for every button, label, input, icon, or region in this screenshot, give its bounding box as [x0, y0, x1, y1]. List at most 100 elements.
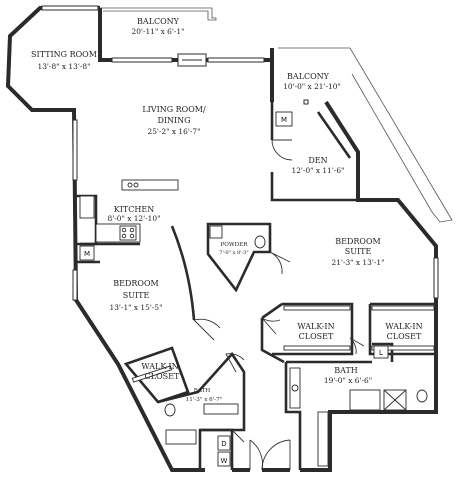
window-sitting-top [41, 5, 99, 11]
kitchen-dim: 8'-0" x 12'-10" [108, 214, 161, 223]
dryer-box [217, 435, 231, 451]
washer-label: W [221, 457, 228, 465]
kitchen-island [121, 179, 179, 191]
window-west-2 [72, 269, 78, 301]
island-sink-2 [133, 182, 139, 188]
sitting-room-name: SITTING ROOM [31, 50, 97, 59]
washer-box [217, 451, 231, 467]
balcony-outlines [100, 7, 453, 223]
den-angle [316, 111, 352, 159]
kitchen-name: KITCHEN [114, 205, 154, 214]
living-dining-name-2: DINING [157, 116, 190, 125]
balcony-slider [177, 53, 207, 67]
burner-3 [121, 233, 127, 239]
bedroom-right-dim: 21'-3" x 13'-1" [332, 258, 385, 267]
walkin-right-name-2: CLOSET [387, 332, 422, 341]
closet-left-bed [123, 346, 190, 404]
tub-left [165, 429, 197, 445]
linen-label: L [379, 349, 383, 357]
balcony-top-outline [100, 7, 217, 21]
balcony-top-name: BALCONY [137, 17, 180, 26]
bedroom-left-dim: 13'-1" x 15'-5" [110, 303, 163, 312]
sink-right [291, 384, 299, 392]
stove [119, 225, 137, 241]
balcony-right-dim: 10'-0" x 21'-10" [283, 82, 341, 91]
balcony-right-name: BALCONY [287, 72, 330, 81]
living-dining-name-1: LIVING ROOM/ [142, 105, 206, 114]
sitting-room-dim: 13'-8" x 13'-8" [38, 62, 91, 71]
windows [41, 5, 439, 301]
burner-2 [129, 227, 135, 233]
bedroom-right-name-2: SUITE [345, 247, 372, 256]
door-bedroom-right [261, 317, 281, 335]
door-powder [269, 251, 291, 275]
entry-closet-right [317, 411, 329, 467]
fixtures [79, 111, 435, 467]
window-living-top [111, 57, 173, 63]
walkin-right-name-1: WALK-IN [385, 322, 422, 331]
bath-right-lower [300, 410, 380, 472]
balcony-right-outline [278, 47, 453, 223]
toilet-right [416, 389, 428, 403]
closet-rod-left-top [283, 305, 351, 311]
window-den [303, 99, 309, 105]
door-laundry [231, 429, 245, 443]
door-den [271, 139, 293, 161]
bath-right-dim: 19'-0" x 6'-6" [324, 376, 372, 385]
powder-dim: 7'-0" x 8'-3" [219, 250, 248, 256]
balcony-top-dim: 20'-11" x 6'-1" [132, 27, 185, 36]
powder-wall [206, 222, 272, 293]
walkin-bed-name-1: WALK-IN [141, 362, 178, 371]
shower-x2 [383, 389, 407, 411]
mech-top-box [275, 111, 293, 127]
bedroom-left-name-2: SUITE [123, 291, 150, 300]
dryer-label: D [221, 440, 226, 448]
burner-1 [121, 227, 127, 233]
door-bedroom-left [193, 318, 221, 341]
walls [5, 6, 438, 472]
bedroom-right-west [261, 302, 283, 320]
walkin-left-name-2: CLOSET [299, 332, 334, 341]
linen-closet [372, 342, 394, 362]
closet-rod-right-top [371, 305, 435, 311]
mech-kitchen-box [79, 245, 95, 261]
walkin-left-name-1: WALK-IN [297, 322, 334, 331]
den-west-wall-2 [270, 172, 358, 202]
powder-name: POWDER [221, 242, 249, 248]
window-living-top-2 [207, 57, 265, 63]
linen-box [373, 345, 389, 359]
burner-4 [129, 233, 135, 239]
closet-rod-right-bottom [371, 345, 435, 351]
fridge [79, 195, 95, 219]
closet-rod-bed-left [131, 365, 173, 383]
island-sink-1 [127, 182, 133, 188]
door-bath-left [225, 353, 245, 373]
vanity-left [203, 403, 239, 415]
den-angle-wall [316, 111, 352, 159]
den-wall-right [324, 100, 438, 414]
bath-left-dim: 11'-3" x 6'-7" [186, 397, 223, 403]
window-west-1 [72, 119, 78, 181]
toilet-left [164, 403, 176, 417]
den-dim: 12'-0" x 11'-6" [292, 166, 345, 175]
closet-walkin-right [368, 302, 436, 356]
corridor-east [260, 318, 285, 364]
living-dining-dim: 25'-2" x 16'-7" [148, 127, 201, 136]
door-entry-left [249, 439, 263, 471]
tub-right [349, 389, 381, 411]
bath-right-west [284, 362, 302, 470]
window-bed-right-east [433, 257, 439, 299]
closet-rod-left-bottom [283, 345, 351, 351]
bedroom-left-curve [170, 225, 196, 321]
door-swings [193, 139, 365, 471]
bath-left-name: BATH [194, 388, 211, 394]
door-bath-right [349, 337, 365, 355]
walkin-bed-name-2: CLOSET [145, 372, 180, 381]
powder-vanity [209, 225, 223, 239]
mech-kitchen-label: M [84, 250, 90, 258]
closet-walkin-left [272, 302, 354, 356]
den-name: DEN [308, 156, 327, 165]
bath-right-name: BATH [334, 366, 358, 375]
outer-wall-north [98, 8, 274, 62]
